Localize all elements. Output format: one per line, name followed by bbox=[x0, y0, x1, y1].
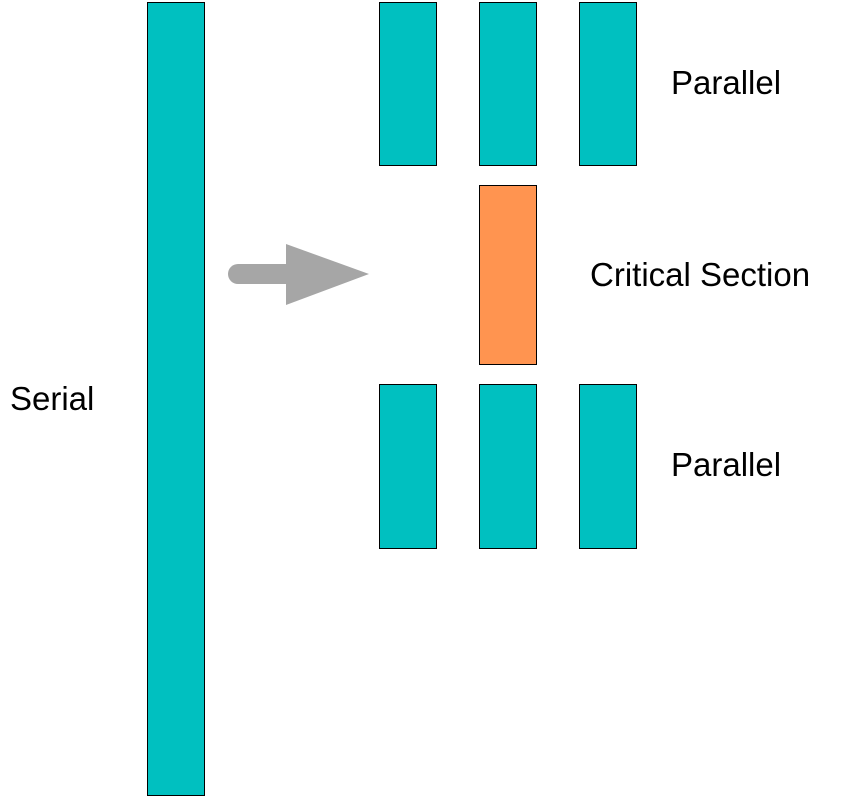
arrow-head bbox=[286, 244, 369, 305]
parallel-bottom-label: Parallel bbox=[671, 446, 782, 483]
serial-block bbox=[147, 2, 205, 796]
parallel-block-top-2 bbox=[479, 2, 537, 166]
parallel-top-label: Parallel bbox=[671, 64, 782, 101]
critical-section-block bbox=[479, 185, 537, 365]
right-arrow-icon bbox=[228, 244, 369, 305]
parallel-block-bottom-3 bbox=[579, 384, 637, 549]
parallel-block-top-1 bbox=[379, 2, 437, 166]
parallel-block-bottom-2 bbox=[479, 384, 537, 549]
parallel-block-bottom-1 bbox=[379, 384, 437, 549]
serial-label: Serial bbox=[10, 380, 95, 417]
critical-section-label: Critical Section bbox=[590, 256, 811, 293]
parallel-block-top-3 bbox=[579, 2, 637, 166]
